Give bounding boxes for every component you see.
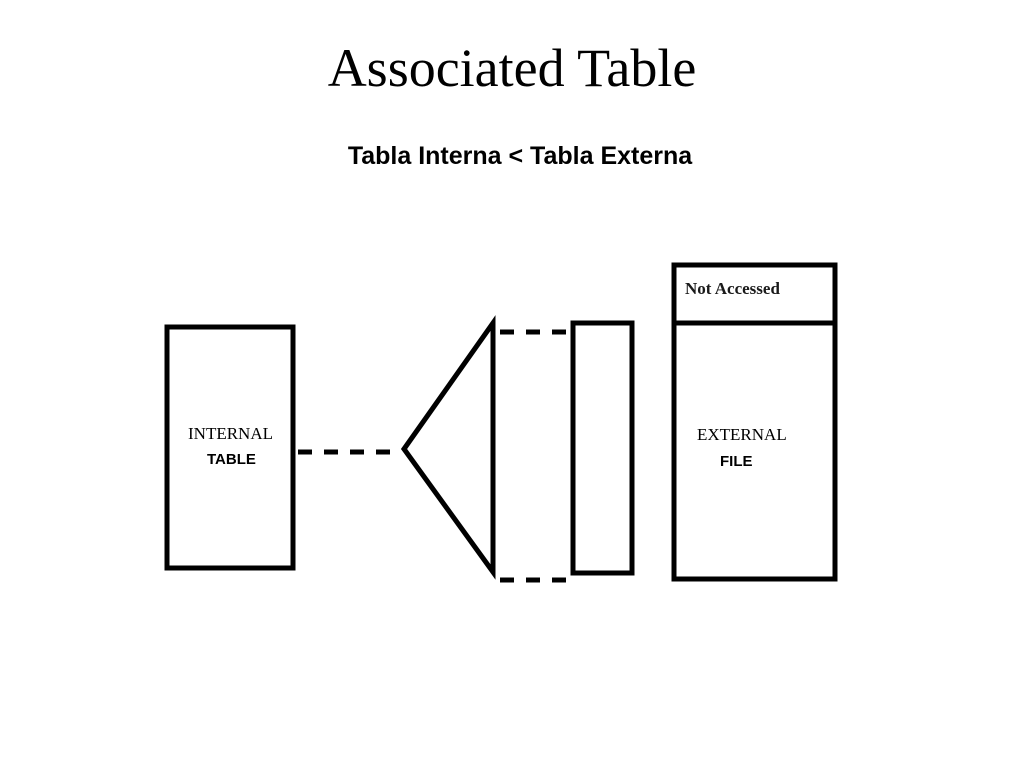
external-file: Not Accessed EXTERNAL FILE: [671, 262, 838, 582]
internal-table: INTERNAL TABLE: [164, 324, 296, 571]
not-accessed-label: Not Accessed: [685, 279, 780, 298]
internal-table-label-line1: INTERNAL: [188, 424, 273, 443]
slide-title: Associated Table: [327, 38, 697, 98]
external-file-box: [671, 262, 838, 582]
slide-subtitle: Tabla Interna < Tabla Externa: [347, 142, 693, 170]
internal-table-label-line2: TABLE: [207, 451, 256, 468]
external-file-label-line1: EXTERNAL: [697, 425, 787, 444]
buffer-box: [570, 320, 635, 576]
external-file-label-line2: FILE: [720, 453, 753, 470]
internal-table-box: [164, 324, 296, 571]
funnel-triangle: [400, 315, 496, 580]
